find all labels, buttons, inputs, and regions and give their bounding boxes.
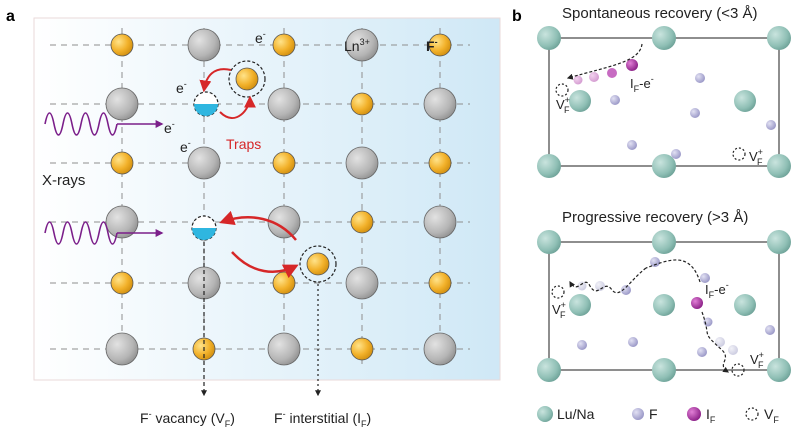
if-trajectory-top — [566, 43, 643, 85]
legend-f-label: F — [649, 406, 658, 422]
lanthanide-ion — [187, 28, 221, 62]
xrays-label: X-rays — [42, 172, 85, 189]
interstitial-label: F- interstitial (IF) — [274, 409, 371, 429]
electron-label: e- — [176, 79, 187, 96]
crystal-background — [33, 17, 501, 381]
vf-label: V+F — [749, 147, 763, 167]
fluoride-ion — [110, 33, 134, 57]
legend-lu-na-swatch — [537, 406, 553, 422]
electron-label: e- — [164, 119, 175, 136]
legend-vf-label: VF — [764, 406, 779, 425]
lanthanide-ion — [267, 332, 301, 366]
lanthanide-ion — [345, 28, 379, 62]
lanthanide-ion — [423, 87, 457, 121]
panel-b-letter: b — [512, 8, 522, 25]
lanthanide-ion — [423, 205, 457, 239]
legend: Lu/Na F IF VF — [537, 406, 779, 425]
legend-f-swatch — [632, 408, 644, 420]
fluoride-ion — [428, 271, 452, 295]
displacement-arrow — [219, 210, 297, 241]
fluoride-ion — [110, 271, 134, 295]
traps-label: Traps — [226, 136, 261, 152]
legend-vf-swatch — [745, 407, 759, 421]
electron-label: e- — [255, 29, 266, 46]
legend-if-label: IF — [706, 406, 716, 425]
fluoride-ion — [350, 210, 374, 234]
if-e-label: IF-e- — [705, 280, 729, 300]
fluoride-ion — [110, 151, 134, 175]
fluoride-ion — [428, 151, 452, 175]
top-title: Spontaneous recovery (<3 Å) — [562, 5, 758, 22]
f-atoms-top — [610, 73, 776, 159]
bottom-title: Progressive recovery (>3 Å) — [562, 209, 748, 226]
fluoride-ion — [350, 92, 374, 116]
vf-label: V+F — [556, 95, 570, 115]
fluoride-ion — [428, 33, 452, 57]
f-label: F- — [426, 37, 438, 54]
trapped-electron-vacancy — [193, 91, 219, 117]
lanthanide-ion — [345, 146, 379, 180]
ln-label: Ln3+ — [344, 37, 370, 54]
lanthanide-ion — [105, 205, 139, 239]
fluoride-ion — [350, 337, 374, 361]
if-trajectory-bottom — [569, 259, 738, 373]
trap-arrow-out — [219, 95, 256, 119]
lu-na-atoms-bottom — [537, 230, 791, 382]
lanthanide-ion — [105, 87, 139, 121]
lanthanide-ion — [187, 146, 221, 180]
if-e-label: IF-e- — [630, 74, 654, 94]
vacancy-marker — [731, 363, 745, 377]
interstitial-fluoride — [235, 67, 259, 91]
fluoride-ion — [272, 33, 296, 57]
fluoride-vacancy — [191, 215, 217, 241]
vf-label: V+F — [750, 350, 764, 370]
vacancy-label: F- vacancy (VF) — [140, 409, 235, 429]
vacancy-marker — [732, 147, 746, 161]
displacement-arrow — [231, 251, 299, 279]
vacancy-marker — [551, 285, 565, 299]
f-atoms-bottom — [577, 257, 775, 357]
fluoride-ion — [272, 271, 296, 295]
lanthanide-ion — [345, 266, 379, 300]
lanthanide-ion — [267, 87, 301, 121]
lanthanide-ion — [267, 205, 301, 239]
lanthanide-ion — [423, 332, 457, 366]
interstitial-ring — [228, 60, 266, 98]
electron-label: e- — [180, 138, 191, 155]
interstitial-ring — [299, 245, 337, 283]
fluoride-ion — [272, 151, 296, 175]
lanthanide-ion — [105, 332, 139, 366]
trap-arrow-in — [199, 68, 232, 93]
vf-label: V+F — [552, 300, 566, 320]
panel-a-letter: a — [6, 8, 15, 25]
legend-lu-na-label: Lu/Na — [557, 406, 595, 422]
interstitial-fluoride — [306, 252, 330, 276]
vacancy-marker — [555, 83, 569, 97]
xray-wave-lower — [44, 221, 118, 245]
lu-na-atoms-top — [537, 26, 791, 178]
xray-wave-upper — [44, 112, 118, 136]
legend-if-swatch — [687, 407, 701, 421]
